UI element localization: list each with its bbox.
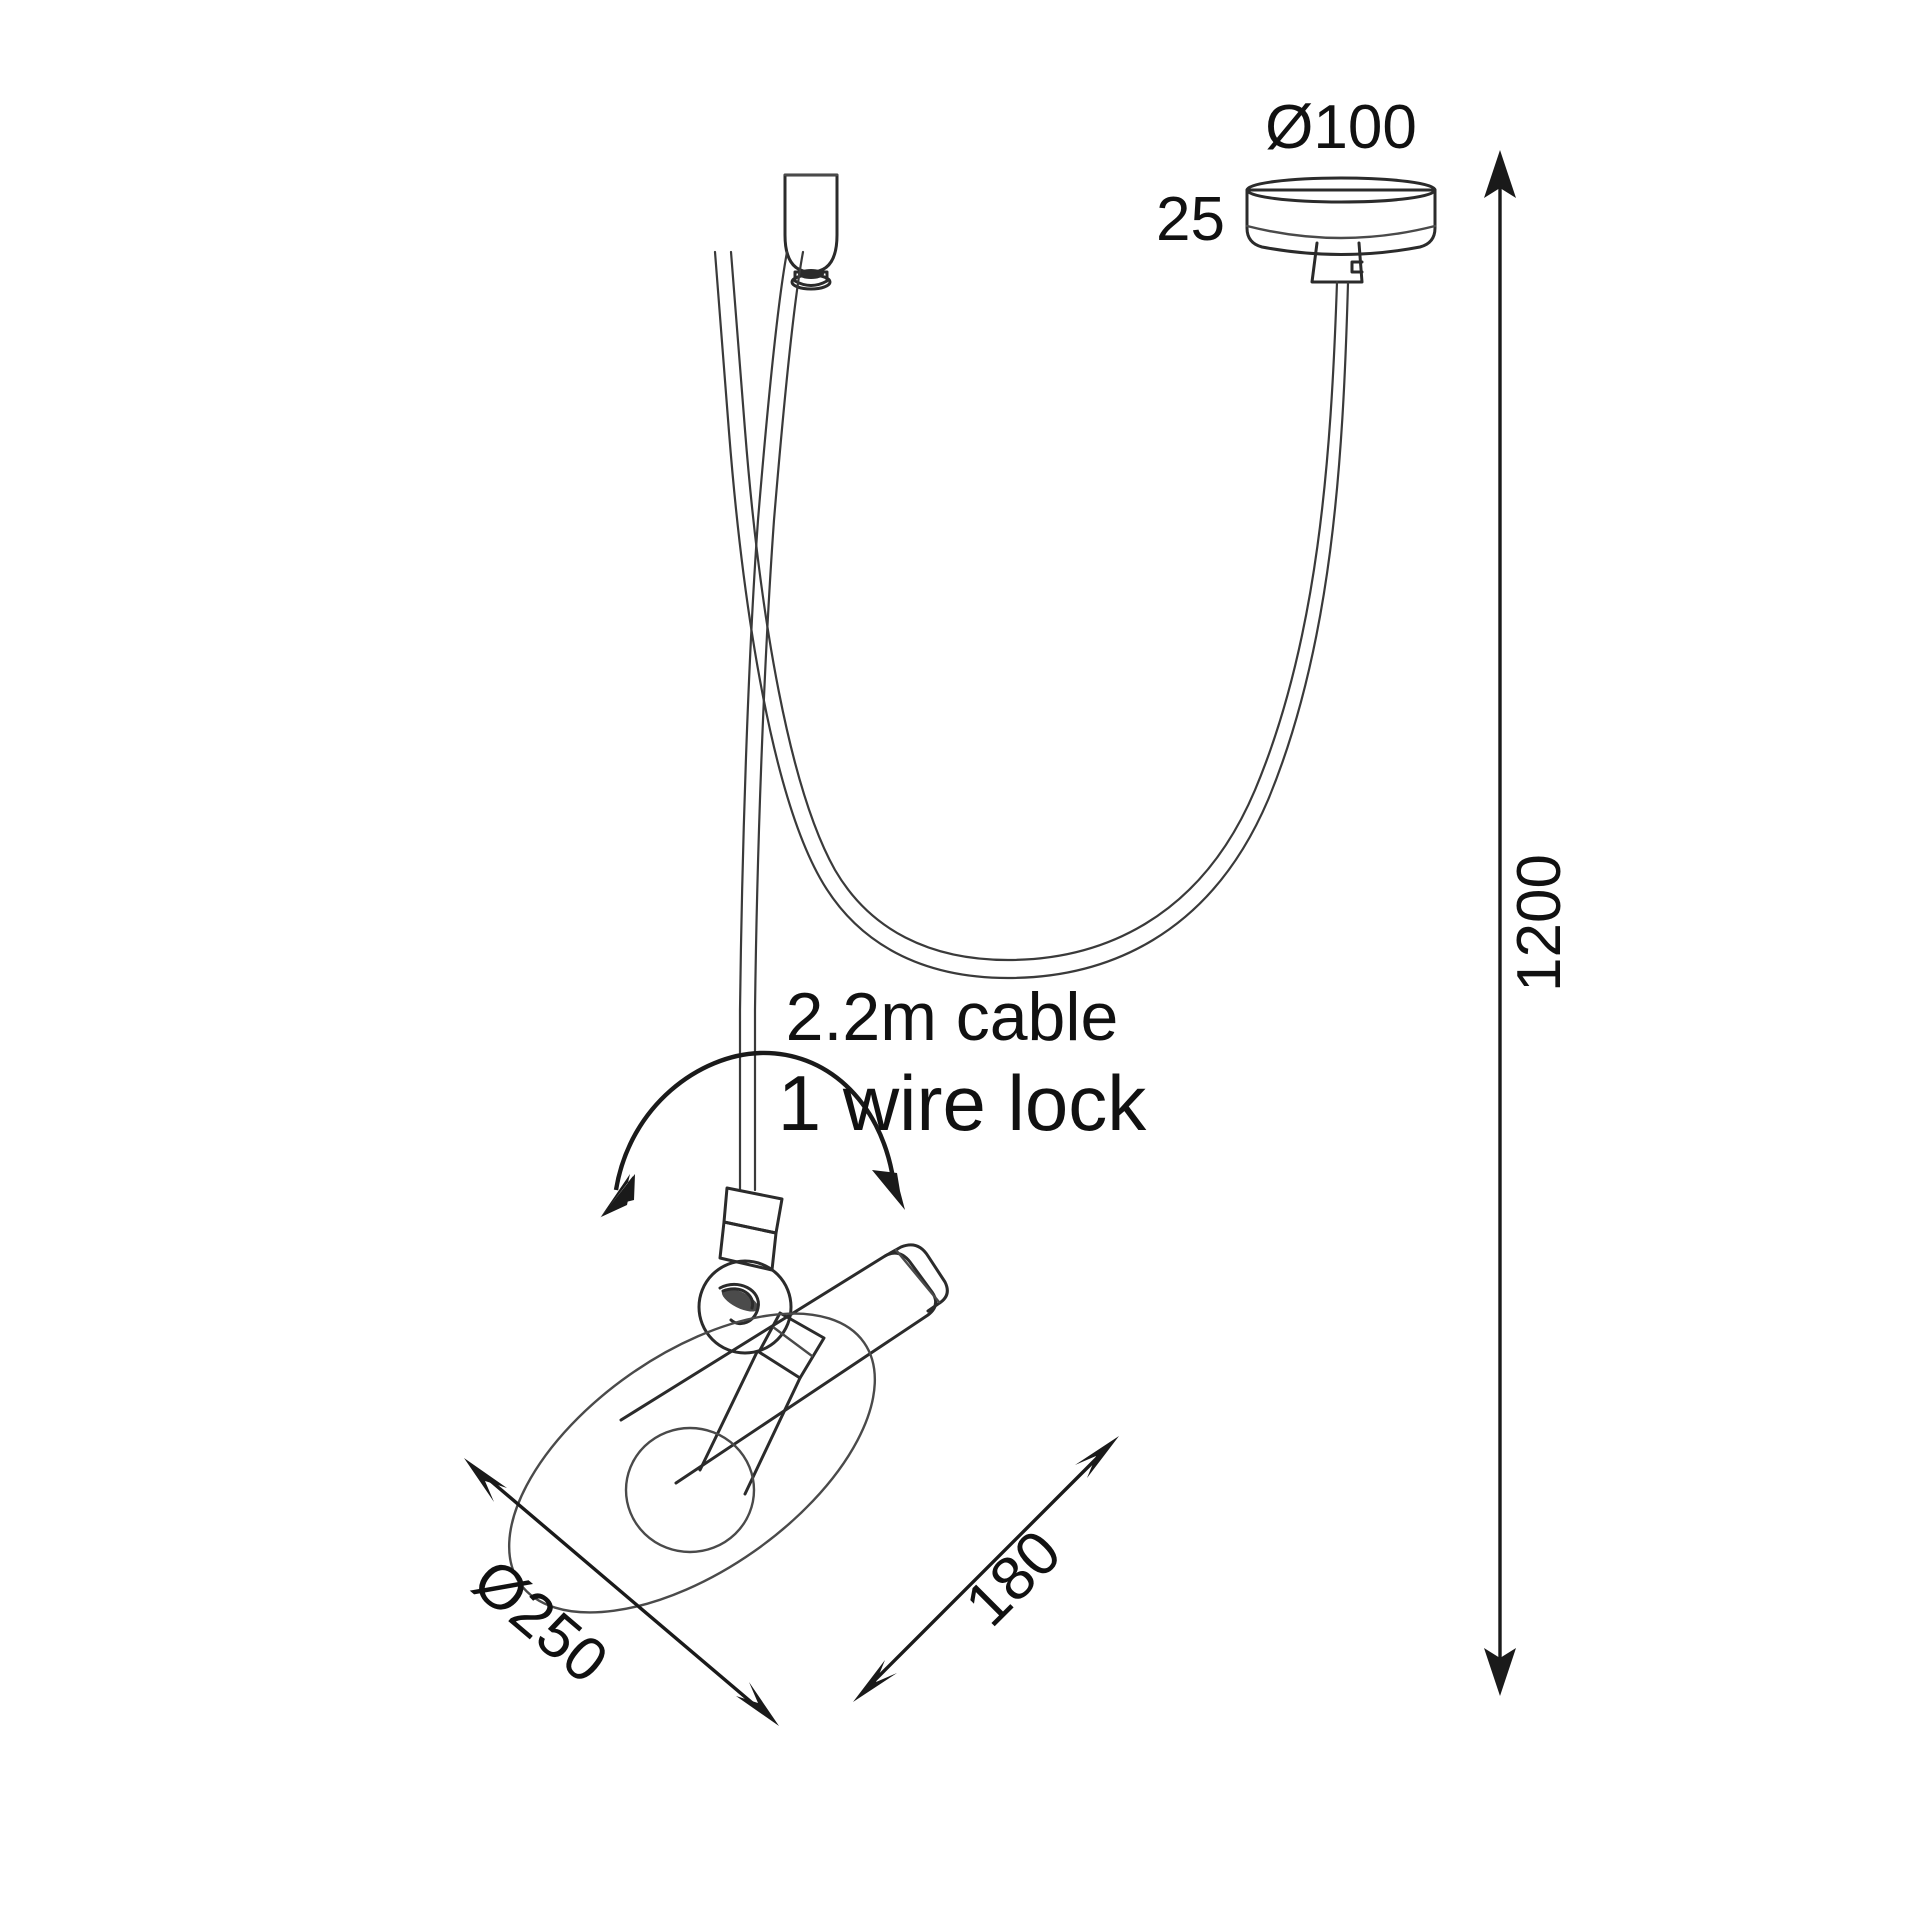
dimension-label-canopy-height: 25 bbox=[1156, 185, 1225, 254]
dimension-canopy-height: 25 bbox=[1156, 185, 1225, 254]
tilt-adjustment-arc bbox=[600, 1050, 905, 1218]
swivel-joint-knob bbox=[697, 1259, 793, 1355]
wire-lock-clamp bbox=[783, 173, 839, 291]
dimension-label-1200: 1200 bbox=[1505, 854, 1574, 992]
note-cable-length: 2.2m cable bbox=[786, 979, 1119, 1055]
dimension-shade-diameter: Ø250 bbox=[460, 1458, 779, 1726]
dimension-drop-height: 1200 bbox=[1484, 150, 1574, 1696]
dimension-canopy-diameter: Ø100 bbox=[1265, 93, 1417, 162]
dimension-body-length: 180 bbox=[853, 1436, 1119, 1702]
ceiling-canopy bbox=[1245, 176, 1437, 256]
light-source bbox=[624, 1426, 756, 1554]
reflector-shade bbox=[507, 1312, 877, 1614]
lamp-suspension-cable bbox=[738, 250, 805, 1192]
notes-block: 2.2m cable 1 wire lock bbox=[778, 979, 1147, 1147]
suspension-cable bbox=[713, 250, 1350, 980]
lamp-body-cylinder bbox=[619, 1243, 949, 1485]
dimension-label-canopy-diameter: Ø100 bbox=[1265, 93, 1417, 162]
dimension-label-body-length: 180 bbox=[953, 1518, 1075, 1640]
lamp-head-assembly bbox=[507, 1186, 949, 1614]
note-wire-lock: 1 wire lock bbox=[778, 1059, 1147, 1147]
stem-connector bbox=[718, 1186, 784, 1272]
shade-stem bbox=[698, 1350, 802, 1496]
cable-strain-relief bbox=[1310, 241, 1364, 284]
